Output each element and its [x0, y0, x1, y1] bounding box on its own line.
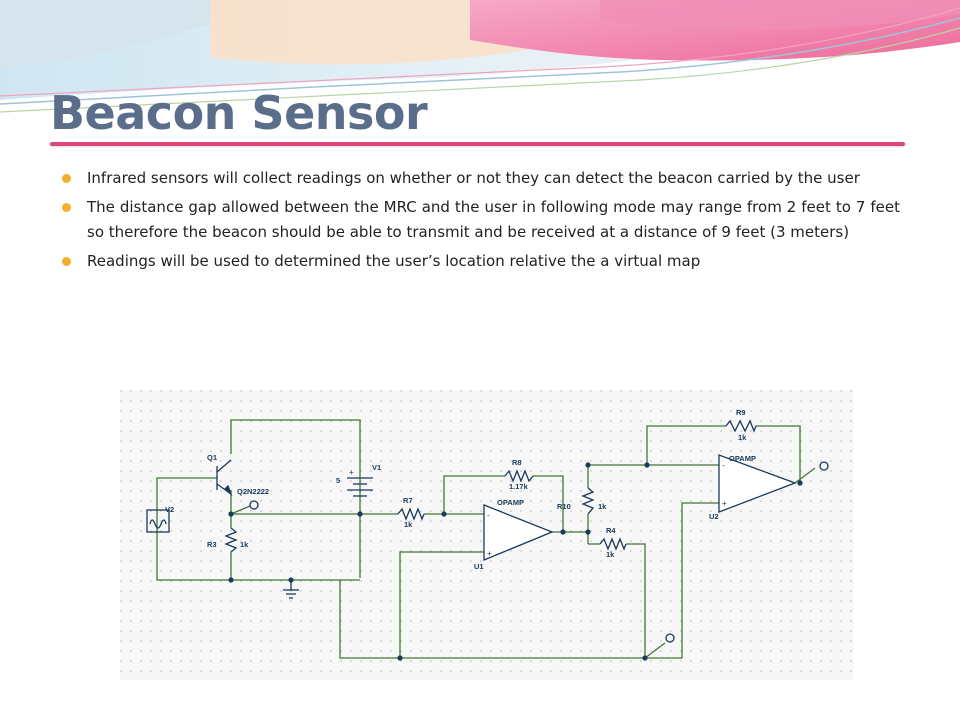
opamp-u2: [718, 454, 797, 513]
label-r8-value: 1.17k: [509, 482, 529, 491]
resistor-r8: [504, 469, 534, 483]
bullet-text: The distance gap allowed between the MRC…: [87, 198, 900, 241]
svg-text:-: -: [722, 461, 725, 470]
label-r7: R7: [403, 496, 413, 505]
label-r7-value: 1k: [404, 520, 413, 529]
label-r9-value: 1k: [738, 433, 747, 442]
title-underline: [50, 142, 905, 146]
bullet-dot-icon: [62, 174, 71, 183]
label-r8: R8: [512, 458, 522, 467]
bullet-dot-icon: [62, 203, 71, 212]
resistor-r4: [599, 537, 627, 551]
bullet-dot-icon: [62, 257, 71, 266]
slide-title: Beacon Sensor: [50, 86, 428, 140]
label-q1: Q1: [207, 453, 217, 462]
label-r3: R3: [207, 540, 217, 549]
resistor-r9: [725, 419, 757, 433]
bullet-text: Infrared sensors will collect readings o…: [87, 169, 860, 187]
svg-text:-: -: [487, 511, 490, 520]
bullet-item: Readings will be used to determined the …: [60, 249, 900, 274]
label-v2: V2: [165, 505, 174, 514]
transistor-q1: [216, 459, 233, 497]
label-v1: V1: [372, 463, 381, 472]
label-r3-value: 1k: [240, 540, 249, 549]
svg-text:+: +: [349, 468, 354, 477]
label-r9: R9: [736, 408, 746, 417]
decorative-banner: [0, 0, 960, 113]
resistor-r3: [224, 527, 238, 553]
label-r10: R10: [557, 502, 571, 511]
bullet-text: Readings will be used to determined the …: [87, 252, 701, 270]
bullet-list: Infrared sensors will collect readings o…: [60, 166, 900, 278]
label-q1-model: Q2N2222: [237, 487, 269, 496]
opamp-u1: [483, 504, 554, 561]
bullet-item: Infrared sensors will collect readings o…: [60, 166, 900, 191]
label-v1-value: 5: [336, 476, 340, 485]
bullet-item: The distance gap allowed between the MRC…: [60, 195, 900, 245]
label-r4-value: 1k: [606, 550, 615, 559]
battery-v1: [347, 477, 373, 497]
circuit-schematic: - + - + + Q1 Q2N2222 V1 5 V2 R3 1k R7 1k…: [120, 390, 853, 680]
label-u1: U1: [474, 562, 484, 571]
voltage-source-v2: [146, 509, 170, 533]
resistor-r7: [397, 507, 425, 521]
label-r4: R4: [606, 526, 616, 535]
junction-dots: [228, 462, 803, 661]
label-u2-type: OPAMP: [729, 454, 756, 463]
svg-text:+: +: [722, 499, 727, 508]
svg-text:+: +: [487, 549, 492, 558]
resistor-r10: [581, 487, 595, 515]
circuit-wires: [156, 419, 816, 659]
probe-emitter-icon: [249, 500, 259, 510]
label-r10-value: 1k: [598, 502, 607, 511]
ground-symbol: [283, 580, 299, 599]
label-u1-type: OPAMP: [497, 498, 524, 507]
label-u2: U2: [709, 512, 719, 521]
opamp-pin-signs: - + - + +: [349, 461, 727, 558]
probe-output-icon: [819, 461, 829, 471]
circuit-components: [146, 419, 829, 643]
probe-lower-icon: [665, 633, 675, 643]
